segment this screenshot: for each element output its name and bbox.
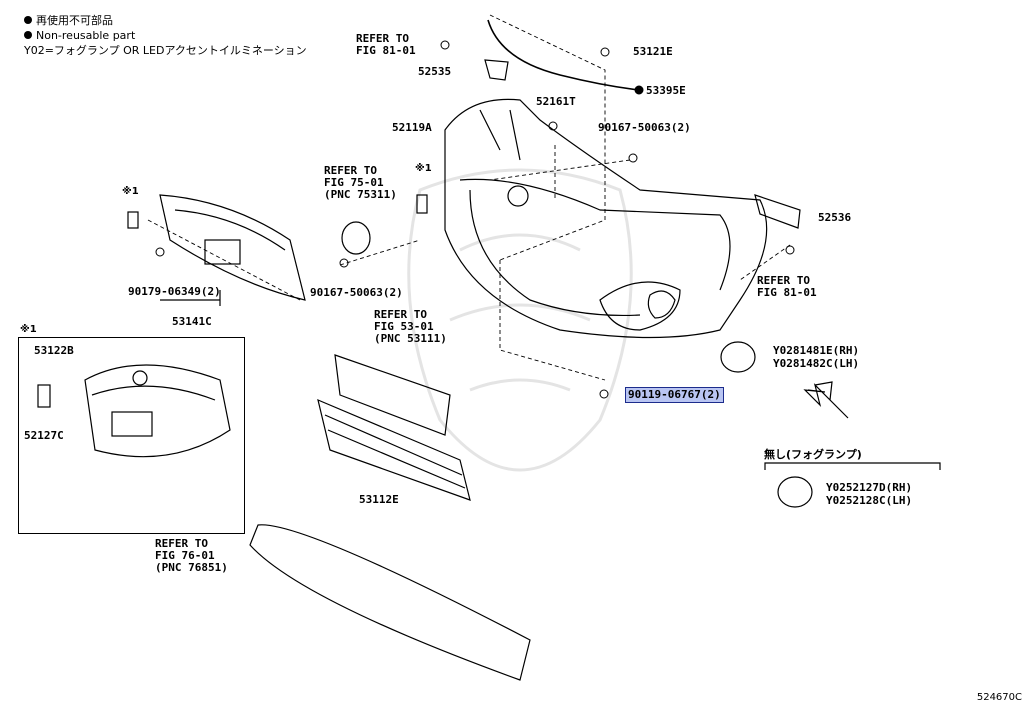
callout-52535[interactable]: 52535 (418, 65, 452, 78)
lower-spoiler (249, 524, 531, 681)
wire-rod (487, 19, 639, 91)
inset-grille (37, 364, 231, 458)
callout-90167-a[interactable]: 90167-50063(2) (598, 121, 691, 134)
legend-y02-note: Y02=フォグランプ OR LEDアクセントイルミネーション (24, 44, 307, 57)
figure-id: 524670C (976, 692, 1022, 703)
callout-53122B[interactable]: 53122B (34, 344, 74, 357)
mark-a: ※1 (122, 186, 139, 197)
mark-c: ※1 (20, 324, 37, 335)
callout-refer-75-01[interactable]: REFER TO FIG 75-01 (PNC 75311) (324, 164, 397, 201)
callout-52161T[interactable]: 52161T (536, 95, 576, 108)
callout-cover-lh[interactable]: Y0252128C(LH) (826, 494, 913, 507)
callout-90179[interactable]: 90179-06349(2) (128, 285, 221, 298)
callout-refer-76-01[interactable]: REFER TO FIG 76-01 (PNC 76851) (155, 537, 228, 574)
mark-b: ※1 (415, 163, 432, 174)
bracket-52535 (484, 59, 509, 81)
callout-53141C[interactable]: 53141C (172, 315, 212, 328)
callout-53112E[interactable]: 53112E (359, 493, 399, 506)
no-fog-bracket (764, 462, 941, 470)
callout-cover-rh[interactable]: Y0252127D(RH) (826, 481, 913, 494)
fog-cover (777, 476, 813, 508)
leader-lines (147, 14, 791, 381)
callout-53121E[interactable]: 53121E (633, 45, 673, 58)
callout-refer-81-01-top[interactable]: REFER TO FIG 81-01 (356, 32, 416, 57)
inset-panel (18, 337, 245, 534)
watermark (407, 168, 633, 472)
emblem (341, 221, 371, 255)
callout-refer-81-01-right[interactable]: REFER TO FIG 81-01 (757, 274, 817, 299)
callout-53395E[interactable]: 53395E (646, 84, 686, 97)
filled-dot-icon (24, 16, 32, 24)
bracket-52536 (754, 194, 801, 229)
grille-53112E (317, 354, 471, 501)
fog-lamp (720, 341, 756, 373)
legend-nonreusable-jp: 再使用不可部品 (24, 14, 113, 28)
callout-90119-highlighted[interactable]: 90119-06767(2) (625, 387, 724, 403)
callout-refer-53-01[interactable]: REFER TO FIG 53-01 (PNC 53111) (374, 308, 447, 345)
bumper-cover (444, 98, 768, 339)
callout-fog-rh[interactable]: Y0281481E(RH) (773, 344, 860, 357)
no-fog-header: 無し(フォグランプ) (764, 448, 862, 461)
callout-90167-b[interactable]: 90167-50063(2) (310, 286, 403, 299)
callout-52119A[interactable]: 52119A (392, 121, 432, 134)
arrow (803, 381, 849, 419)
callout-52127C[interactable]: 52127C (24, 429, 64, 442)
legend-nonreusable-en: Non-reusable part (24, 29, 135, 43)
callout-52536[interactable]: 52536 (818, 211, 852, 224)
filled-dot-icon (24, 31, 32, 39)
fasteners (155, 40, 795, 399)
callout-fog-lh[interactable]: Y0281482C(LH) (773, 357, 860, 370)
grille-53141C (159, 194, 306, 301)
